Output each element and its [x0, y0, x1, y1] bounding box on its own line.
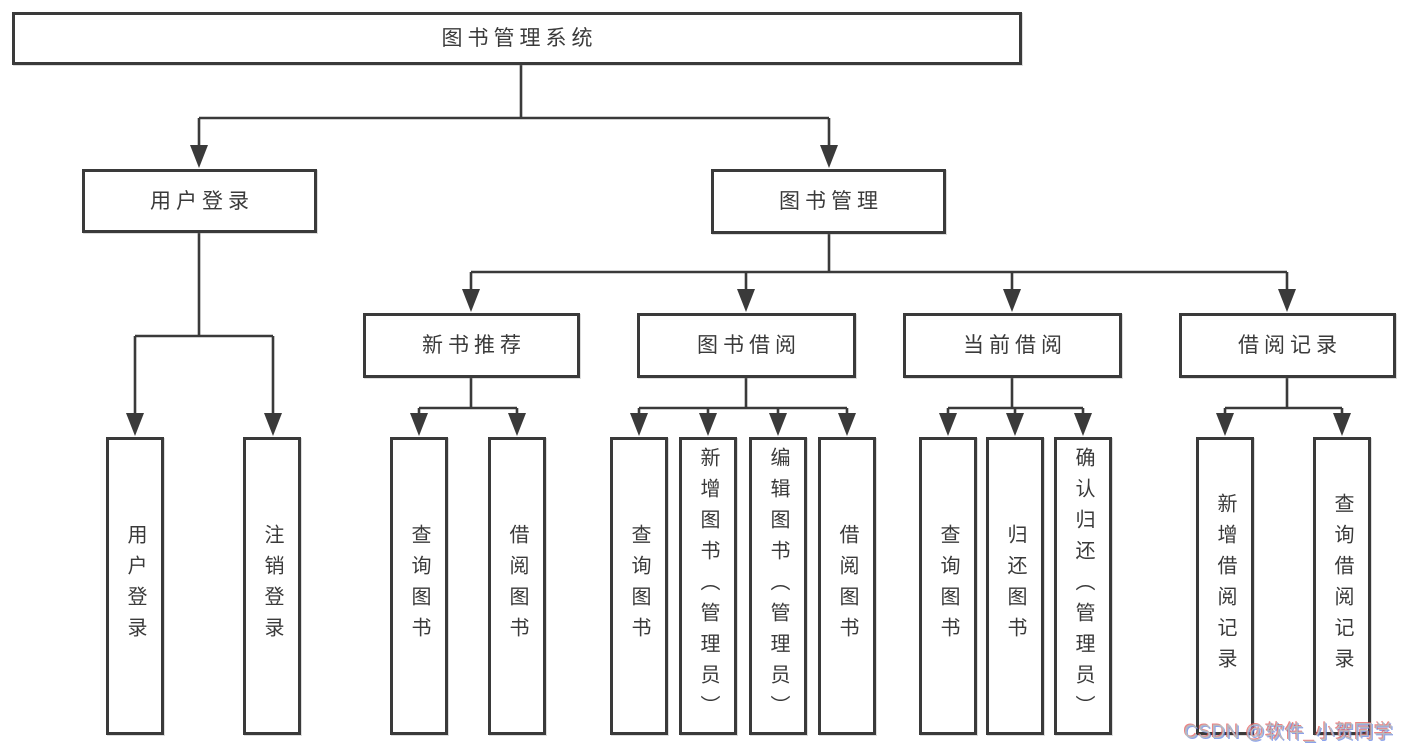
node-book-borrow: 图书借阅: [637, 313, 856, 378]
node-root: 图书管理系统: [12, 12, 1022, 65]
leaf-confirm-return-admin: 确认归还（管理员）: [1054, 437, 1112, 735]
leaf-edit-book-admin-label: 编辑图书（管理员）: [767, 446, 789, 726]
node-borrow-records-label: 借阅记录: [1238, 334, 1342, 357]
leaf-query-books-3-label: 查询图书: [937, 524, 959, 648]
leaf-borrow-books-2-label: 借阅图书: [836, 524, 858, 648]
node-user-login-label: 用户登录: [150, 189, 254, 213]
node-user-login: 用户登录: [82, 169, 317, 233]
node-book-borrow-label: 图书借阅: [697, 334, 801, 357]
node-new-book-recommend-label: 新书推荐: [422, 334, 526, 357]
leaf-edit-book-admin: 编辑图书（管理员）: [749, 437, 807, 735]
node-current-borrow: 当前借阅: [903, 313, 1122, 378]
leaf-query-borrow-record: 查询借阅记录: [1313, 437, 1371, 735]
node-book-management-label: 图书管理: [779, 190, 883, 213]
connector-borrowrecords-to-leaves: [1216, 378, 1351, 436]
leaf-query-books-3: 查询图书: [919, 437, 977, 735]
leaf-add-book-admin-label: 新增图书（管理员）: [697, 446, 719, 726]
leaf-user-login-label: 用户登录: [124, 524, 146, 648]
connector-root-to-level2: [190, 65, 838, 168]
connector-bookborrow-to-leaves: [630, 378, 856, 436]
node-borrow-records: 借阅记录: [1179, 313, 1396, 378]
connector-newbook-to-leaves: [410, 378, 526, 436]
leaf-add-borrow-record: 新增借阅记录: [1196, 437, 1254, 735]
leaf-return-book: 归还图书: [986, 437, 1044, 735]
leaf-query-borrow-record-label: 查询借阅记录: [1331, 493, 1353, 679]
connector-userlogin-to-leaves: [126, 233, 282, 436]
connector-bookmgmt-to-level3: [462, 234, 1296, 312]
leaf-add-borrow-record-label: 新增借阅记录: [1214, 493, 1236, 679]
leaf-logout-label: 注销登录: [261, 524, 283, 648]
leaf-return-book-label: 归还图书: [1004, 524, 1026, 648]
leaf-query-books-1: 查询图书: [390, 437, 448, 735]
node-new-book-recommend: 新书推荐: [363, 313, 580, 378]
leaf-query-books-2-label: 查询图书: [628, 524, 650, 648]
leaf-query-books-1-label: 查询图书: [408, 524, 430, 648]
leaf-confirm-return-admin-label: 确认归还（管理员）: [1072, 446, 1094, 726]
csdn-watermark: CSDN @软件_小贺同学: [1184, 722, 1394, 743]
leaf-logout: 注销登录: [243, 437, 301, 735]
leaf-user-login: 用户登录: [106, 437, 164, 735]
leaf-borrow-books-1-label: 借阅图书: [506, 524, 528, 648]
node-book-management: 图书管理: [711, 169, 946, 234]
node-current-borrow-label: 当前借阅: [963, 334, 1067, 357]
node-root-label: 图书管理系统: [441, 27, 598, 50]
leaf-add-book-admin: 新增图书（管理员）: [679, 437, 737, 735]
leaf-borrow-books-1: 借阅图书: [488, 437, 546, 735]
connector-currentborrow-to-leaves: [939, 378, 1092, 436]
leaf-query-books-2: 查询图书: [610, 437, 668, 735]
leaf-borrow-books-2: 借阅图书: [818, 437, 876, 735]
